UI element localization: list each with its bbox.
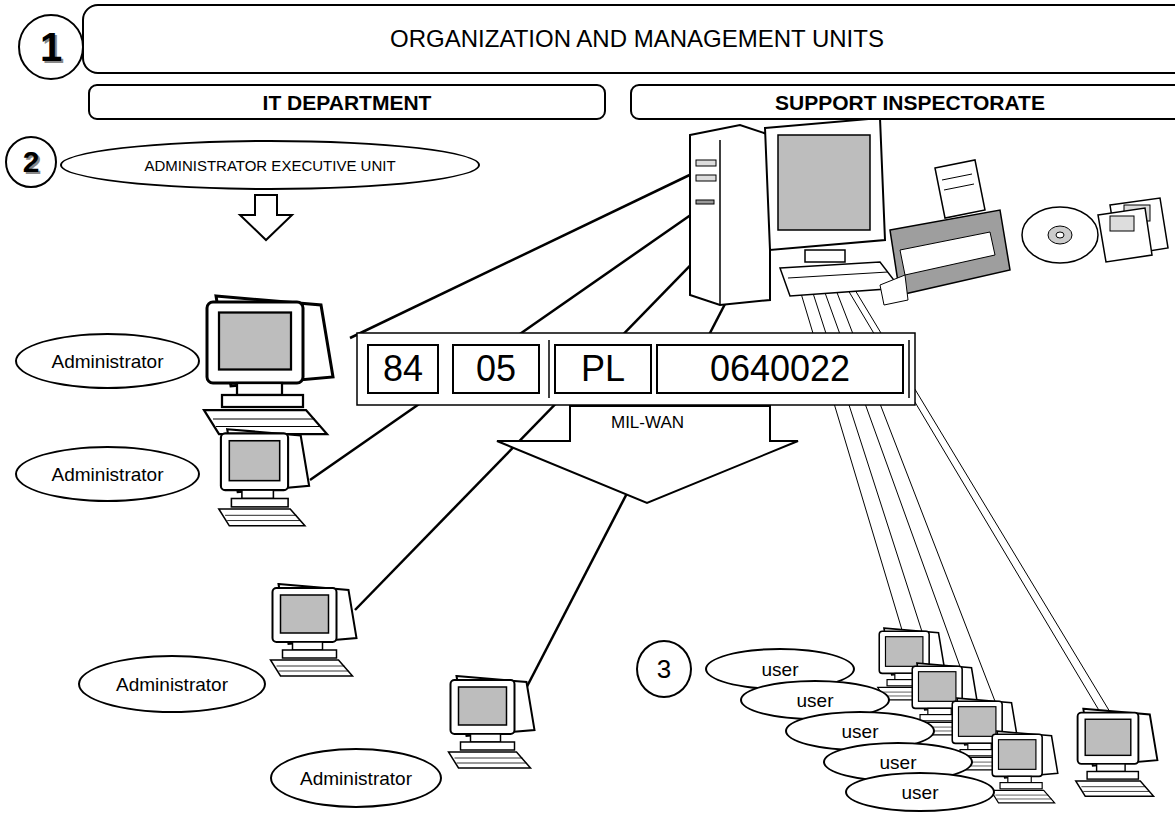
admin-computer [219,429,309,526]
node-text: 84 [383,351,423,387]
network-arrow: MIL-WAN [495,405,800,505]
node-text: user [762,660,799,679]
node-text: 3 [657,656,671,682]
node-text: ADMINISTRATOR EXECUTIVE UNIT [144,158,395,173]
id-strip-frame [357,333,915,405]
unit-ellipse: ADMINISTRATOR EXECUTIVE UNIT [60,140,480,190]
node-text: IT DEPARTMENT [263,92,432,113]
admin-computer [271,584,357,676]
node-text: user [880,753,917,772]
user-computer [1076,709,1158,796]
node-text: ORGANIZATION AND MANAGEMENT UNITS [390,27,884,51]
role-ellipse: Administrator [15,446,200,502]
node-text: 05 [476,351,516,387]
node-text: user [842,722,879,741]
node-text: user [902,783,939,802]
node-text: user [797,691,834,710]
server-computer [690,118,900,305]
node-text: Administrator [116,675,228,694]
title-band: ORGANIZATION AND MANAGEMENT UNITS [82,4,1175,74]
disk-media [1022,198,1168,263]
unit-box: IT DEPARTMENT [88,84,606,120]
arrow-shape [497,406,798,503]
node-text: PL [581,351,625,387]
role-ellipse: Administrator [78,655,266,713]
node-text: Administrator [300,769,412,788]
id-field: 05 [452,344,540,394]
role-ellipse: Administrator [15,333,200,389]
node-text: 1 [40,27,62,67]
unit-box: SUPPORT INSPECTORATE [630,84,1175,120]
callout-number: 1 [18,14,84,80]
node-text: SUPPORT INSPECTORATE [775,92,1045,113]
id-field: 0640022 [656,344,904,394]
node-text: Administrator [52,352,164,371]
id-field: 84 [367,344,439,394]
admin-computer [204,296,333,434]
admin-computer [449,676,535,768]
hollow-arrow [240,195,292,240]
role-ellipse: user [845,772,995,812]
callout-number: 3 [636,640,692,698]
callout-number: 2 [5,136,57,188]
printer [880,160,1010,305]
node-text: 2 [23,147,40,177]
node-text: 0640022 [710,351,850,387]
node-text: Administrator [52,465,164,484]
user-computer [991,731,1058,803]
role-ellipse: Administrator [270,748,442,808]
id-field: PL [554,344,652,394]
node-text: MIL-WAN [611,414,684,431]
